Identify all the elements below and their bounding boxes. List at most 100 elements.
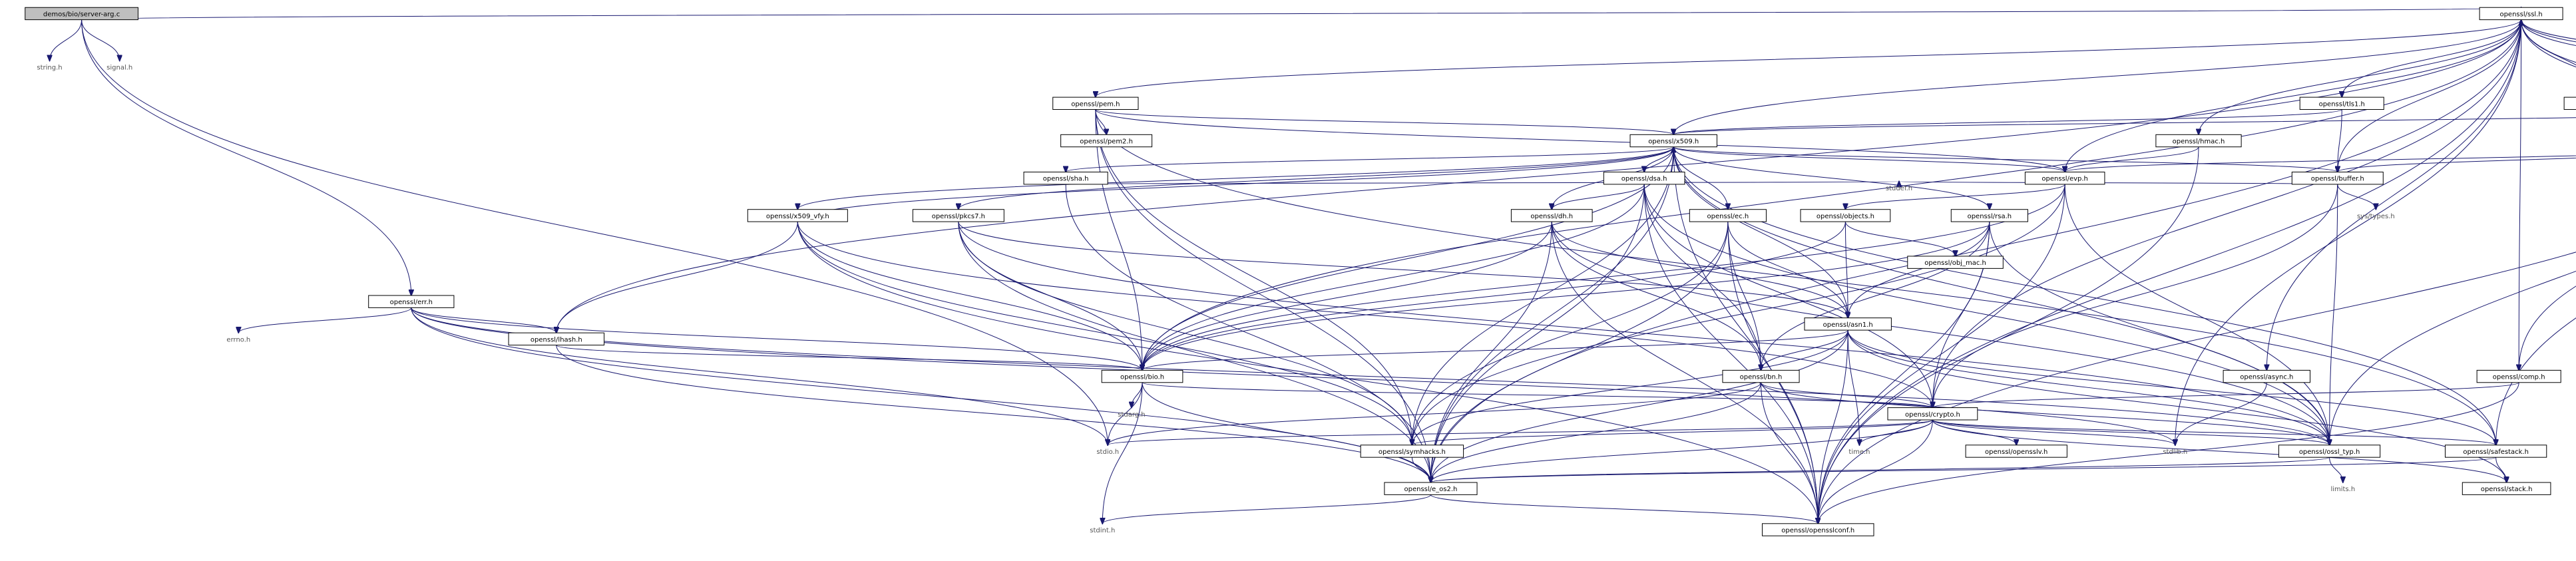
node-stdarg-h: stdarg.h	[1118, 411, 1145, 419]
node-tls1-h[interactable]: openssl/tls1.h	[2299, 96, 2384, 110]
edge-bn_h-to-ossl_typ_h	[1761, 382, 2330, 445]
edge-asn1_h-to-stack_h	[1847, 330, 2506, 482]
edge-pem_h-to-safestack_h	[1095, 109, 2496, 445]
node-box	[508, 332, 605, 346]
edge-crypto_h-to-stdio_h	[1108, 419, 1933, 445]
edge-err_h-to-lhash_h	[411, 307, 556, 333]
node-pkcs7-h[interactable]: openssl/pkcs7.h	[912, 209, 1004, 222]
node-dsa-h[interactable]: openssl/dsa.h	[1603, 172, 1685, 185]
node-safestack-h[interactable]: openssl/safestack.h	[2445, 445, 2547, 458]
node-err-h[interactable]: openssl/err.h	[368, 295, 455, 308]
edge-dh_h-to-e_os2_h	[1430, 222, 1552, 482]
edge-crypto_h-to-e_os2_h	[1430, 419, 1933, 482]
node-bn-h[interactable]: openssl/bn.h	[1722, 369, 1800, 383]
node-label: openssl/async.h	[2240, 374, 2293, 381]
node-label: stdint.h	[1090, 527, 1115, 534]
node-e-os2-h[interactable]: openssl/e_os2.h	[1384, 482, 1478, 495]
node-label: openssl/pem.h	[1071, 100, 1120, 108]
edge-comp_h-to-crypto_h	[1932, 382, 2519, 408]
node-label: openssl/bn.h	[1740, 374, 1783, 381]
node-ec-h[interactable]: openssl/ec.h	[1689, 209, 1767, 222]
edge-bio_h-to-stdint_h	[1102, 382, 1143, 524]
node-opensslconf-h[interactable]: openssl/opensslconf.h	[1761, 523, 1874, 536]
edge-tls1_h-to-x509_h	[1673, 109, 2342, 135]
node-asn1-h[interactable]: openssl/asn1.h	[1804, 317, 1892, 331]
node-string-h: string.h	[37, 65, 62, 72]
node-x509-h[interactable]: openssl/x509.h	[1629, 134, 1717, 148]
node-hmac-h[interactable]: openssl/hmac.h	[2155, 134, 2242, 148]
edge-x509_h-to-safestack_h	[1673, 146, 2495, 445]
node-stdint-h: stdint.h	[1090, 527, 1115, 534]
edge-ssl_h-to-x509_h	[1673, 19, 2522, 135]
edge-x509_h-to-rsa_h	[1673, 146, 1990, 210]
edge-dsa_h-to-dh_h	[1552, 184, 1645, 210]
edge-ct_h-to-opensslconf_h	[1818, 252, 2576, 524]
node-label: stdlib.h	[2163, 449, 2187, 456]
edge-pem_h-to-symhacks_h	[1095, 109, 1412, 445]
node-box	[25, 7, 138, 21]
node-pem-h[interactable]: openssl/pem.h	[1052, 96, 1139, 110]
node-label: openssl/x509.h	[1648, 138, 1699, 146]
node-label: openssl/objects.h	[1817, 213, 1874, 220]
edge-hmac_h-to-opensslconf_h	[1818, 146, 2199, 524]
edge-ssl_h-to-e_os2_h	[1430, 19, 2522, 482]
edge-evp_h-to-bio_h	[1142, 184, 2065, 370]
node-ssl2-h[interactable]: openssl/ssl2.h	[2563, 96, 2576, 110]
node-stack-h[interactable]: openssl/stack.h	[2462, 482, 2551, 495]
node-label: openssl/obj_mac.h	[1924, 260, 1986, 267]
edge-bio_h-to-e_os2_h	[1142, 382, 1430, 482]
node-evp-h[interactable]: openssl/evp.h	[2024, 172, 2105, 185]
edge-bn_h-to-crypto_h	[1761, 382, 1933, 408]
node-lhash-h[interactable]: openssl/lhash.h	[508, 332, 605, 346]
node-dh-h[interactable]: openssl/dh.h	[1510, 209, 1593, 222]
node-rsa-h[interactable]: openssl/rsa.h	[1950, 209, 2028, 222]
edge-x509_h-to-ec_h	[1673, 146, 1728, 210]
edge-bio_h-to-stdio_h	[1108, 382, 1143, 445]
node-box	[1887, 407, 1978, 421]
node-label: openssl/asn1.h	[1823, 321, 1873, 329]
edge-ssl3_h-to-ssl_h	[2521, 20, 2576, 68]
node-x509-vfy-h[interactable]: openssl/x509_vfy.h	[747, 209, 848, 222]
node-comp-h[interactable]: openssl/comp.h	[2476, 369, 2561, 383]
node-box	[1060, 134, 1153, 148]
edge-x509_vfy_h-to-bio_h	[797, 222, 1142, 370]
edge-crypto_h-to-stack_h	[1932, 419, 2506, 482]
node-box	[2563, 96, 2576, 110]
edge-ssl3_h-to-evp_h	[2065, 155, 2576, 172]
node-label: openssl/comp.h	[2493, 374, 2545, 381]
node-symhacks-h[interactable]: openssl/symhacks.h	[1360, 445, 1464, 458]
node-ossl-typ-h[interactable]: openssl/ossl_typ.h	[2278, 445, 2381, 458]
edge-sha_h-to-stddef_h	[1065, 182, 1899, 184]
edge-bio_h-to-crypto_h	[1142, 382, 1932, 408]
node-opensslv-h[interactable]: openssl/opensslv.h	[1965, 445, 2067, 458]
node-sha-h[interactable]: openssl/sha.h	[1023, 172, 1108, 185]
node-box	[2476, 369, 2561, 383]
edge-rsa_h-to-ossl_typ_h	[1989, 222, 2330, 445]
edge-err_h-to-stdlib_h	[411, 307, 2175, 445]
node-label: openssl/x509_vfy.h	[766, 213, 829, 220]
node-signal-h: signal.h	[107, 65, 132, 72]
edge-x509_h-to-symhacks_h	[1412, 146, 1674, 445]
node-box	[1689, 209, 1767, 222]
edge-pkcs7_h-to-e_os2_h	[958, 222, 1431, 482]
node-box	[2479, 7, 2563, 21]
node-crypto-h[interactable]: openssl/crypto.h	[1887, 407, 1978, 421]
node-async-h[interactable]: openssl/async.h	[2223, 369, 2311, 383]
edge-asn1_h-to-bn_h	[1761, 330, 1848, 370]
node-bio-h[interactable]: openssl/bio.h	[1101, 369, 1183, 383]
node-label: openssl/evp.h	[2041, 176, 2087, 183]
node-ssl-h[interactable]: openssl/ssl.h	[2479, 7, 2563, 21]
edge-bn_h-to-e_os2_h	[1430, 382, 1762, 482]
node-buffer-h[interactable]: openssl/buffer.h	[2291, 172, 2384, 185]
edge-ssl3_h-to-buffer_h	[2338, 158, 2576, 172]
node-label: openssl/e_os2.h	[1404, 486, 1458, 493]
edge-dsa_h-to-ossl_typ_h	[1643, 184, 2329, 445]
node-pem2-h[interactable]: openssl/pem2.h	[1060, 134, 1153, 148]
edge-root-to-err_h	[81, 19, 411, 295]
node-root[interactable]: demos/bio/server-arg.c	[25, 7, 138, 21]
edge-ssl_h-to-async_h	[2266, 19, 2522, 371]
node-obj-mac-h[interactable]: openssl/obj_mac.h	[1907, 256, 2004, 269]
node-objects-h[interactable]: openssl/objects.h	[1800, 209, 1891, 222]
node-stdlib-h: stdlib.h	[2163, 449, 2187, 456]
nodes-layer: demos/bio/server-arg.c string.h signal.h op…	[25, 7, 2576, 536]
